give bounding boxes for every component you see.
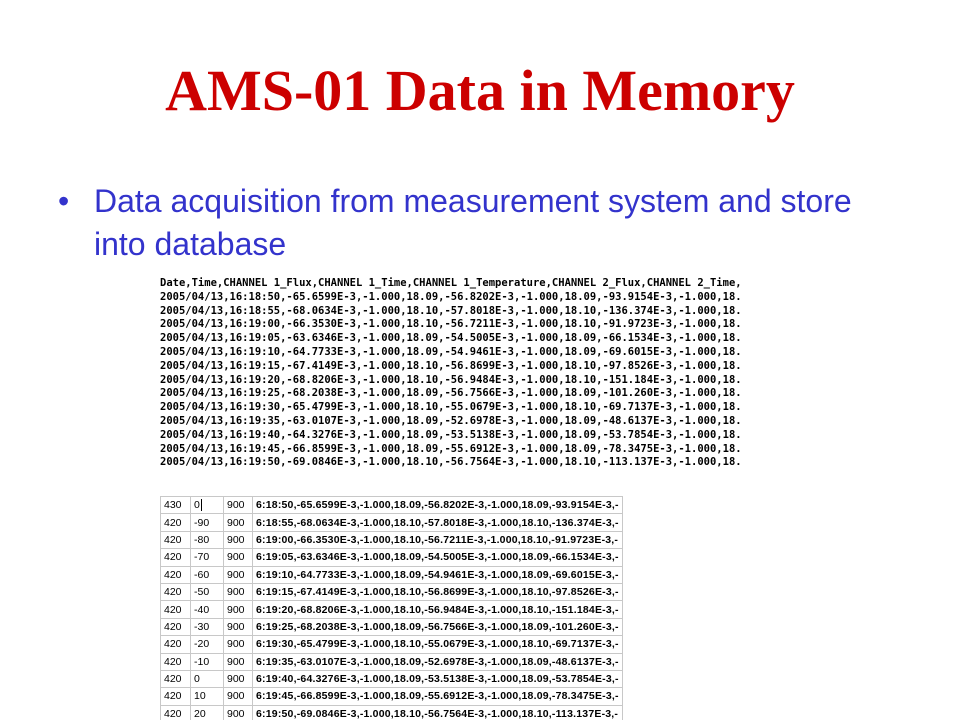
csv-line: 2005/04/13,16:19:50,-69.0846E-3,-1.000,1…	[160, 456, 742, 469]
table-cell-text: 6:19:35,-63.0107E-3,-1.000,18.09,-52.697…	[252, 652, 623, 671]
table-cell: 430	[160, 496, 191, 515]
table-cell: 420	[160, 617, 191, 637]
table-row: 420 -70 900 6:19:05,-63.6346E-3,-1.000,1…	[160, 548, 623, 567]
table-cell: 0	[190, 669, 224, 689]
csv-text-screenshot: Date,Time,CHANNEL 1_Flux,CHANNEL 1_Time,…	[160, 277, 840, 482]
csv-line: 2005/04/13,16:19:30,-65.4799E-3,-1.000,1…	[160, 401, 742, 414]
table-row: 420 -40 900 6:19:20,-68.8206E-3,-1.000,1…	[160, 600, 623, 619]
table-cell: 900	[223, 669, 253, 689]
table-row: 420 0 900 6:19:40,-64.3276E-3,-1.000,18.…	[160, 669, 623, 689]
table-row: 420 -10 900 6:19:35,-63.0107E-3,-1.000,1…	[160, 652, 623, 671]
table-cell-value: 0	[194, 499, 200, 512]
table-cell-text: 6:19:30,-65.4799E-3,-1.000,18.10,-55.067…	[252, 635, 623, 654]
table-cell: 420	[160, 565, 191, 584]
table-row: 420 -60 900 6:19:10,-64.7733E-3,-1.000,1…	[160, 565, 623, 584]
table-cell-text: 6:19:25,-68.2038E-3,-1.000,18.09,-56.756…	[252, 617, 623, 637]
table-cell: 900	[223, 704, 253, 720]
table-cell-text: 6:19:05,-63.6346E-3,-1.000,18.09,-54.500…	[252, 548, 623, 567]
table-cell: 420	[160, 704, 191, 720]
csv-line: 2005/04/13,16:18:55,-68.0634E-3,-1.000,1…	[160, 304, 742, 317]
table-cell: -40	[190, 600, 224, 619]
table-cell: -10	[190, 652, 224, 671]
spreadsheet-table: 430 0 900 6:18:50,-65.6599E-3,-1.000,18.…	[160, 496, 623, 720]
table-cell: -20	[190, 635, 224, 654]
table-cell: 900	[223, 496, 253, 515]
csv-line: 2005/04/13,16:19:20,-68.8206E-3,-1.000,1…	[160, 373, 742, 386]
table-row: 420 -30 900 6:19:25,-68.2038E-3,-1.000,1…	[160, 617, 623, 637]
csv-line: 2005/04/13,16:19:45,-66.8599E-3,-1.000,1…	[160, 442, 742, 455]
table-cell: 420	[160, 687, 191, 706]
table-cell: -80	[190, 530, 224, 550]
table-cell: 20	[190, 704, 224, 720]
table-cell: 900	[223, 617, 253, 637]
table-cell-text: 6:19:10,-64.7733E-3,-1.000,18.09,-54.946…	[252, 565, 623, 584]
csv-line: 2005/04/13,16:19:25,-68.2038E-3,-1.000,1…	[160, 387, 742, 400]
table-cell: 420	[160, 652, 191, 671]
csv-line: 2005/04/13,16:19:05,-63.6346E-3,-1.000,1…	[160, 332, 742, 345]
table-cell: 900	[223, 600, 253, 619]
table-cell: 420	[160, 548, 191, 567]
csv-line: 2005/04/13,16:19:15,-67.4149E-3,-1.000,1…	[160, 359, 742, 372]
bullet-text: Data acquisition from measurement system…	[94, 183, 852, 262]
csv-line: 2005/04/13,16:19:00,-66.3530E-3,-1.000,1…	[160, 318, 742, 331]
table-cell: 900	[223, 565, 253, 584]
table-cell: -70	[190, 548, 224, 567]
table-cell: 900	[223, 652, 253, 671]
table-cell-text: 6:19:40,-64.3276E-3,-1.000,18.09,-53.513…	[252, 669, 623, 689]
table-row: 430 0 900 6:18:50,-65.6599E-3,-1.000,18.…	[160, 496, 623, 515]
table-row: 420 -50 900 6:19:15,-67.4149E-3,-1.000,1…	[160, 582, 623, 602]
slide-title: AMS-01 Data in Memory	[165, 58, 795, 123]
csv-line: 2005/04/13,16:18:50,-65.6599E-3,-1.000,1…	[160, 290, 742, 303]
table-cell: 900	[223, 582, 253, 602]
table-row: 420 10 900 6:19:45,-66.8599E-3,-1.000,18…	[160, 687, 623, 706]
table-cell: 420	[160, 530, 191, 550]
table-cell-text: 6:19:00,-66.3530E-3,-1.000,18.10,-56.721…	[252, 530, 623, 550]
spreadsheet-screenshot: 430 0 900 6:18:50,-65.6599E-3,-1.000,18.…	[160, 496, 840, 720]
table-cell: 900	[223, 687, 253, 706]
table-cell: 420	[160, 669, 191, 689]
table-cell: 900	[223, 548, 253, 567]
csv-line: 2005/04/13,16:19:10,-64.7733E-3,-1.000,1…	[160, 345, 742, 358]
table-cell-text: 6:19:15,-67.4149E-3,-1.000,18.10,-56.869…	[252, 582, 623, 602]
table-cell: 900	[223, 513, 253, 532]
table-cell: 900	[223, 530, 253, 550]
table-cell-text: 6:19:50,-69.0846E-3,-1.000,18.10,-56.756…	[252, 704, 623, 720]
table-cell: 900	[223, 635, 253, 654]
table-cell: -90	[190, 513, 224, 532]
table-cell-text: 6:18:55,-68.0634E-3,-1.000,18.10,-57.801…	[252, 513, 623, 532]
table-cell: 420	[160, 600, 191, 619]
csv-line: Date,Time,CHANNEL 1_Flux,CHANNEL 1_Time,…	[160, 277, 742, 289]
bullet-dot-icon: •	[58, 183, 70, 219]
table-cell: 420	[160, 635, 191, 654]
table-cell: -50	[190, 582, 224, 602]
table-cell: -30	[190, 617, 224, 637]
table-row: 420 20 900 6:19:50,-69.0846E-3,-1.000,18…	[160, 704, 623, 720]
csv-line: 2005/04/13,16:19:35,-63.0107E-3,-1.000,1…	[160, 414, 742, 427]
text-cursor-icon	[200, 499, 202, 512]
table-row: 420 -80 900 6:19:00,-66.3530E-3,-1.000,1…	[160, 530, 623, 550]
table-cell-text: 6:18:50,-65.6599E-3,-1.000,18.09,-56.820…	[252, 496, 623, 515]
table-row: 420 -20 900 6:19:30,-65.4799E-3,-1.000,1…	[160, 635, 623, 654]
csv-line: 2005/04/13,16:19:40,-64.3276E-3,-1.000,1…	[160, 428, 742, 441]
table-cell: -60	[190, 565, 224, 584]
table-cell: 420	[160, 582, 191, 602]
table-cell: 420	[160, 513, 191, 532]
table-cell-active: 0	[190, 496, 224, 515]
table-cell: 10	[190, 687, 224, 706]
table-row: 420 -90 900 6:18:55,-68.0634E-3,-1.000,1…	[160, 513, 623, 532]
table-cell-text: 6:19:45,-66.8599E-3,-1.000,18.09,-55.691…	[252, 687, 623, 706]
table-cell-text: 6:19:20,-68.8206E-3,-1.000,18.10,-56.948…	[252, 600, 623, 619]
